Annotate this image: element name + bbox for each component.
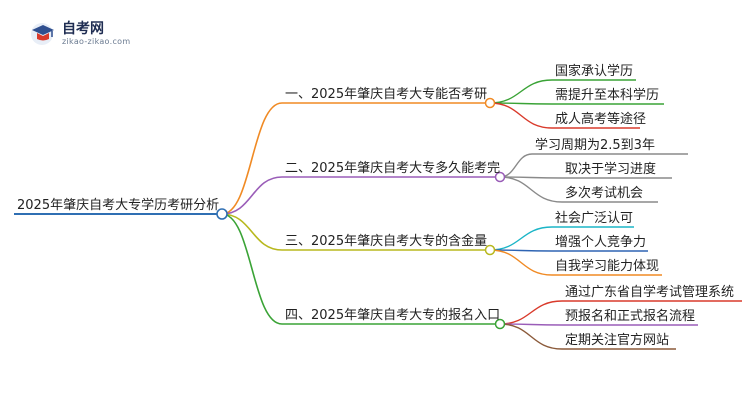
leaf-topic-3-1[interactable]: 社会广泛认可 xyxy=(555,211,634,226)
leaf-link-4-1 xyxy=(499,300,563,325)
leaf-topic-4-2[interactable]: 预报名和正式报名流程 xyxy=(565,309,696,324)
branch-link-3 xyxy=(221,213,283,251)
leaf-topic-2-3[interactable]: 多次考试机会 xyxy=(565,186,644,201)
branch-topic-2[interactable]: 二、2025年肇庆自考大专多久能考完 xyxy=(285,161,501,176)
graduation-cap-icon xyxy=(31,23,54,45)
site-logo[interactable]: 自考网 zikao-zikao.com xyxy=(28,16,158,56)
branch-topic-4[interactable]: 四、2025年肇庆自考大专的报名入口 xyxy=(285,308,501,323)
leaf-link-3-1 xyxy=(489,226,553,251)
leaf-topic-2-1[interactable]: 学习周期为2.5到3年 xyxy=(535,138,655,153)
branch-node-1 xyxy=(484,97,496,109)
leaf-topic-4-1[interactable]: 通过广东省自学考试管理系统 xyxy=(565,285,735,300)
leaf-topic-3-3[interactable]: 自我学习能力体现 xyxy=(555,259,660,274)
leaf-topic-1-1[interactable]: 国家承认学历 xyxy=(555,64,634,79)
branch-topic-1[interactable]: 一、2025年肇庆自考大专能否考研 xyxy=(285,87,488,102)
branch-link-1 xyxy=(221,102,283,215)
leaf-topic-4-3[interactable]: 定期关注官方网站 xyxy=(565,333,670,348)
leaf-topic-1-2[interactable]: 需提升至本科学历 xyxy=(555,88,660,103)
leaf-topic-1-3[interactable]: 成人高考等途径 xyxy=(555,112,647,127)
leaf-link-1-3 xyxy=(489,102,553,129)
leaf-link-2-3 xyxy=(499,176,563,203)
leaf-link-3-3 xyxy=(489,249,553,276)
root-node xyxy=(216,208,228,220)
leaf-topic-3-2[interactable]: 增强个人竞争力 xyxy=(555,235,647,250)
leaf-topic-2-2[interactable]: 取决于学习进度 xyxy=(565,162,657,177)
leaf-link-1-1 xyxy=(489,79,553,104)
branch-node-3 xyxy=(484,244,496,256)
leaf-link-2-1 xyxy=(499,153,533,178)
leaf-link-4-3 xyxy=(499,323,563,350)
site-logo-title: 自考网 xyxy=(62,21,104,37)
branch-topic-3[interactable]: 三、2025年肇庆自考大专的含金量 xyxy=(285,234,488,249)
site-logo-url: zikao-zikao.com xyxy=(62,37,131,46)
branch-link-4 xyxy=(221,213,283,325)
branch-node-2 xyxy=(494,171,506,183)
branch-link-2 xyxy=(221,176,283,215)
branch-node-4 xyxy=(494,318,506,330)
root-topic[interactable]: 2025年肇庆自考大专学历考研分析 xyxy=(17,198,220,213)
